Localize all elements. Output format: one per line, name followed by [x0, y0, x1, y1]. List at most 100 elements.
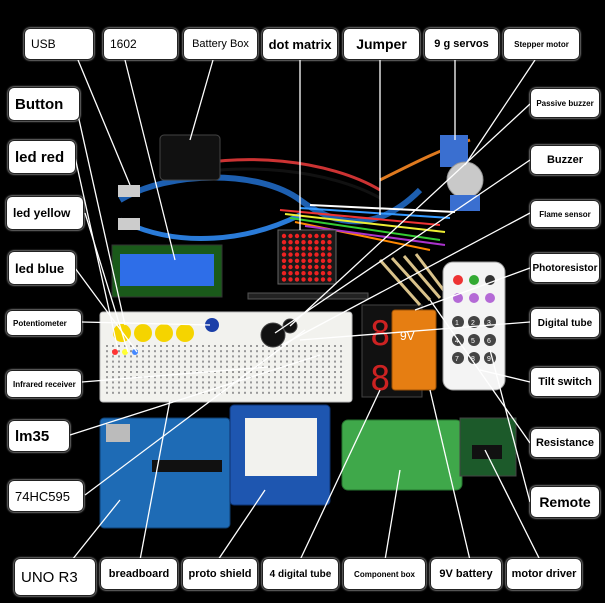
dot-matrix-led [307, 252, 313, 257]
breadboard-hole [298, 381, 300, 384]
dot-matrix-led [327, 258, 332, 263]
breadboard-hole [262, 376, 264, 379]
breadboard-hole [322, 376, 324, 379]
breadboard-hole [298, 391, 300, 394]
usb-cable [118, 174, 423, 225]
dot-matrix-led [281, 271, 287, 276]
breadboard-hole [304, 365, 306, 368]
breadboard-hole [106, 360, 108, 363]
breadboard-hole [112, 355, 114, 358]
breadboard-hole [166, 365, 168, 368]
label-led-yellow: led yellow [6, 196, 84, 230]
breadboard-hole [316, 391, 318, 394]
breadboard-hole [292, 386, 294, 389]
breadboard-hole [268, 365, 270, 368]
breadboard-hole [166, 386, 168, 389]
label-led-red: led red [8, 140, 76, 174]
breadboard-hole [112, 391, 114, 394]
breadboard-hole [304, 345, 306, 347]
jumper-wires [279, 204, 456, 251]
breadboard-hole [262, 355, 264, 358]
breadboard-hole [178, 376, 180, 379]
breadboard-hole [112, 360, 114, 363]
label-potentiometer: Potentiometer [6, 310, 82, 336]
label-74hc595: 74HC595 [8, 480, 84, 512]
dot-matrix-led [314, 233, 319, 239]
breadboard-hole [196, 391, 198, 394]
breadboard-hole [250, 365, 252, 368]
breadboard-hole [286, 381, 288, 384]
breadboard-hole [184, 345, 186, 347]
dot-matrix-led [314, 271, 319, 276]
breadboard-hole [214, 365, 216, 368]
breadboard-hole [190, 355, 192, 358]
breadboard-hole [190, 360, 192, 363]
breadboard-hole [280, 391, 282, 394]
breadboard-hole [298, 386, 300, 389]
breadboard-hole [136, 381, 138, 384]
breadboard-hole [112, 371, 114, 373]
breadboard-hole [196, 365, 198, 368]
breadboard-hole [262, 381, 264, 384]
breadboard-hole [304, 376, 306, 379]
breadboard-hole [256, 355, 258, 358]
label-buzzer: Buzzer [530, 145, 600, 175]
breadboard-hole [142, 345, 144, 347]
breadboard-hole [208, 376, 210, 379]
breadboard-hole [196, 381, 198, 384]
breadboard-hole [220, 371, 222, 373]
breadboard-hole [292, 360, 294, 363]
breadboard-hole [316, 386, 318, 389]
breadboard-hole [184, 381, 186, 384]
breadboard-hole [244, 360, 246, 363]
dot-matrix-led [288, 258, 293, 263]
breadboard-hole [250, 381, 252, 384]
motor-driver-chip [472, 445, 502, 459]
breadboard-hole [256, 386, 258, 389]
breadboard-hole [286, 371, 288, 373]
breadboard-hole [178, 365, 180, 368]
breadboard-hole [328, 391, 330, 394]
breadboard-hole [274, 355, 276, 358]
breadboard-hole [124, 355, 126, 358]
breadboard-hole [184, 355, 186, 358]
component-box [341, 419, 463, 491]
breadboard-hole [310, 350, 312, 353]
breadboard-hole [328, 381, 330, 384]
breadboard-hole [160, 376, 162, 379]
breadboard-hole [118, 355, 120, 358]
breadboard-hole [322, 391, 324, 394]
breadboard-hole [208, 350, 210, 353]
breadboard-hole [178, 360, 180, 363]
breadboard-hole [148, 355, 150, 358]
breadboard-hole [202, 350, 204, 353]
breadboard-hole [292, 345, 294, 347]
breadboard-hole [142, 350, 144, 353]
breadboard-hole [280, 355, 282, 358]
breadboard-hole [256, 376, 258, 379]
remote-number-button [452, 316, 464, 328]
breadboard-hole [124, 371, 126, 373]
dot-matrix-led [294, 233, 300, 239]
uno-atmega-chip [152, 460, 222, 472]
breadboard-hole [238, 360, 240, 363]
breadboard-hole [274, 381, 276, 384]
breadboard-hole [316, 376, 318, 379]
breadboard-hole [310, 381, 312, 384]
breadboard-hole [208, 355, 210, 358]
breadboard-hole [280, 381, 282, 384]
usb-plug-b [118, 218, 140, 230]
dot-matrix-led [314, 264, 319, 270]
breadboard-hole [172, 386, 174, 389]
dot-matrix-led [281, 264, 287, 270]
dot-matrix-led [281, 240, 287, 245]
breadboard-hole [310, 355, 312, 358]
breadboard-hole [214, 360, 216, 363]
breadboard-hole [124, 381, 126, 384]
dot-matrix-led [294, 240, 300, 245]
breadboard-hole [148, 386, 150, 389]
breadboard-hole [124, 360, 126, 363]
breadboard-hole [178, 381, 180, 384]
breadboard-hole [328, 365, 330, 368]
breadboard-hole [304, 360, 306, 363]
